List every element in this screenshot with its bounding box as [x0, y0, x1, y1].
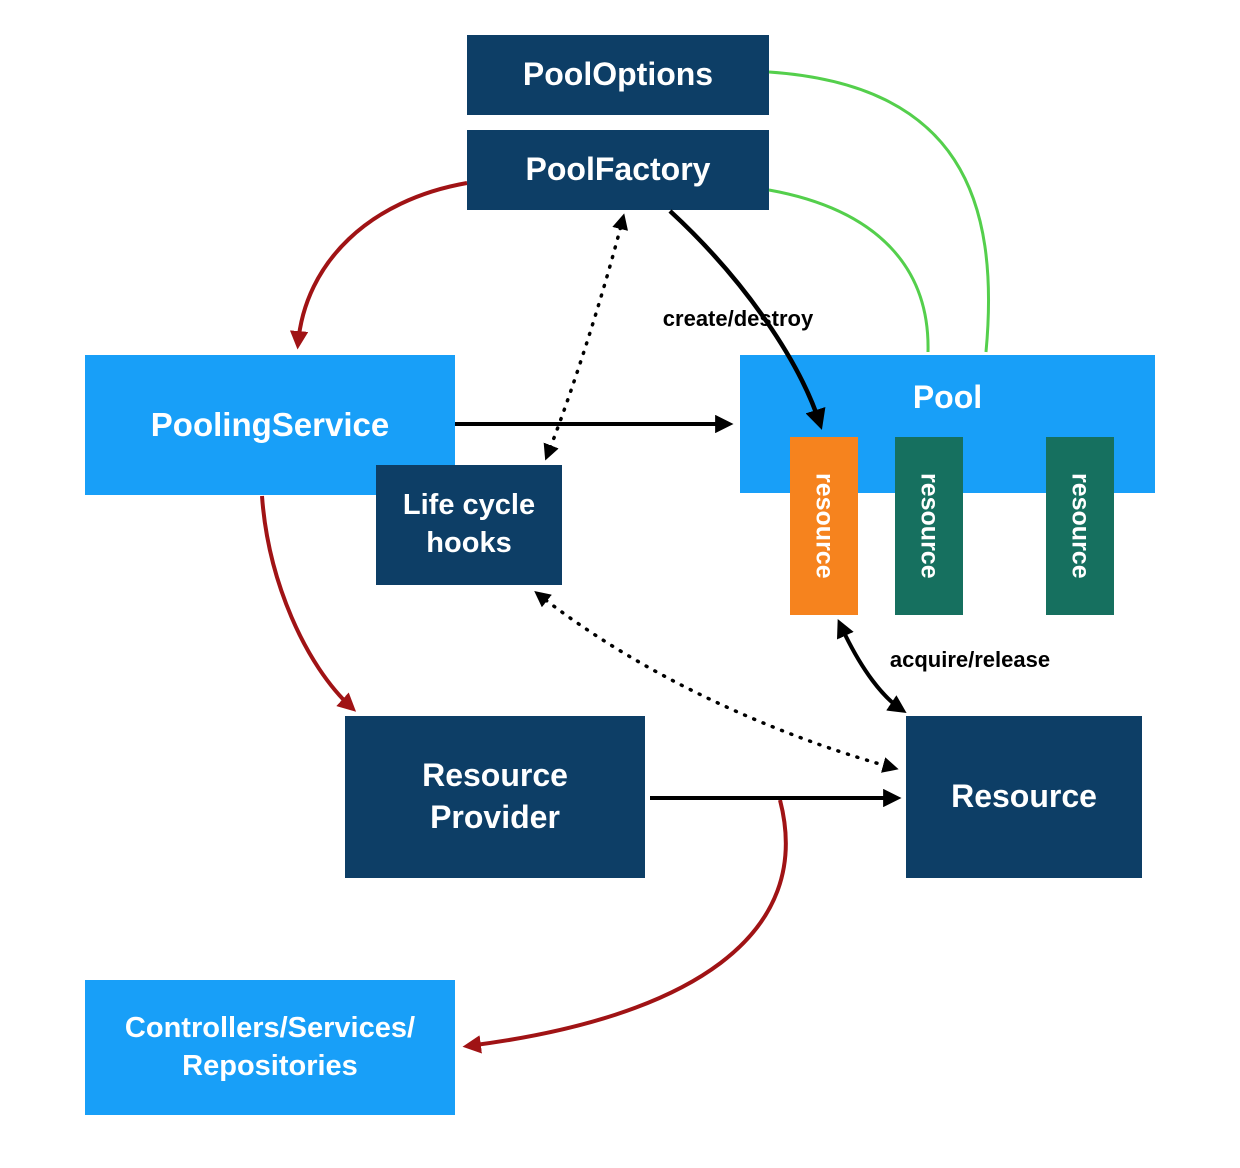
- node-label: Pool: [912, 379, 983, 415]
- edge-poolfactory-to-poolingservice: [289, 181, 468, 350]
- resource-label: resource: [915, 473, 944, 579]
- node-label: PoolOptions: [522, 56, 714, 93]
- edge-label-create-destroy: create/destroy: [662, 306, 814, 331]
- node-label-line: Provider: [430, 799, 560, 835]
- pool-resource-item: resource: [790, 437, 858, 615]
- node-pool-options: PoolOptions: [467, 35, 769, 115]
- node-label: PoolingService: [150, 405, 390, 443]
- node-label: Life cycle hooks: [403, 487, 535, 562]
- node-label-line: hooks: [426, 527, 512, 559]
- node-controllers-services-repositories: Controllers/Services/ Repositories: [85, 980, 455, 1115]
- node-label-line: Resource: [422, 757, 568, 794]
- pool-resource-item: resource: [1046, 437, 1114, 615]
- node-label: PoolFactory: [525, 151, 711, 188]
- node-life-cycle-hooks: Life cycle hooks: [376, 465, 562, 585]
- node-label-line: Repositories: [182, 1049, 358, 1082]
- node-label: Resource: [951, 778, 1097, 815]
- node-label: Resource Provider: [422, 755, 568, 838]
- node-label-line: Controllers/Services/: [124, 1011, 416, 1044]
- resource-label: resource: [810, 473, 839, 579]
- node-label-line: Life cycle: [402, 489, 536, 522]
- edge-label-acquire-release: acquire/release: [889, 647, 1051, 672]
- edge-poolfactory-lifecycle-dotted: [543, 213, 629, 461]
- node-label: Controllers/Services/ Repositories: [125, 1010, 415, 1085]
- node-resource-provider: Resource Provider: [345, 716, 645, 878]
- resource-label: resource: [1066, 473, 1095, 579]
- pool-resource-item: resource: [895, 437, 963, 615]
- node-resource: Resource: [906, 716, 1142, 878]
- node-pool-factory: PoolFactory: [467, 130, 769, 210]
- edge-poolingservice-to-resourceprovider: [260, 495, 357, 712]
